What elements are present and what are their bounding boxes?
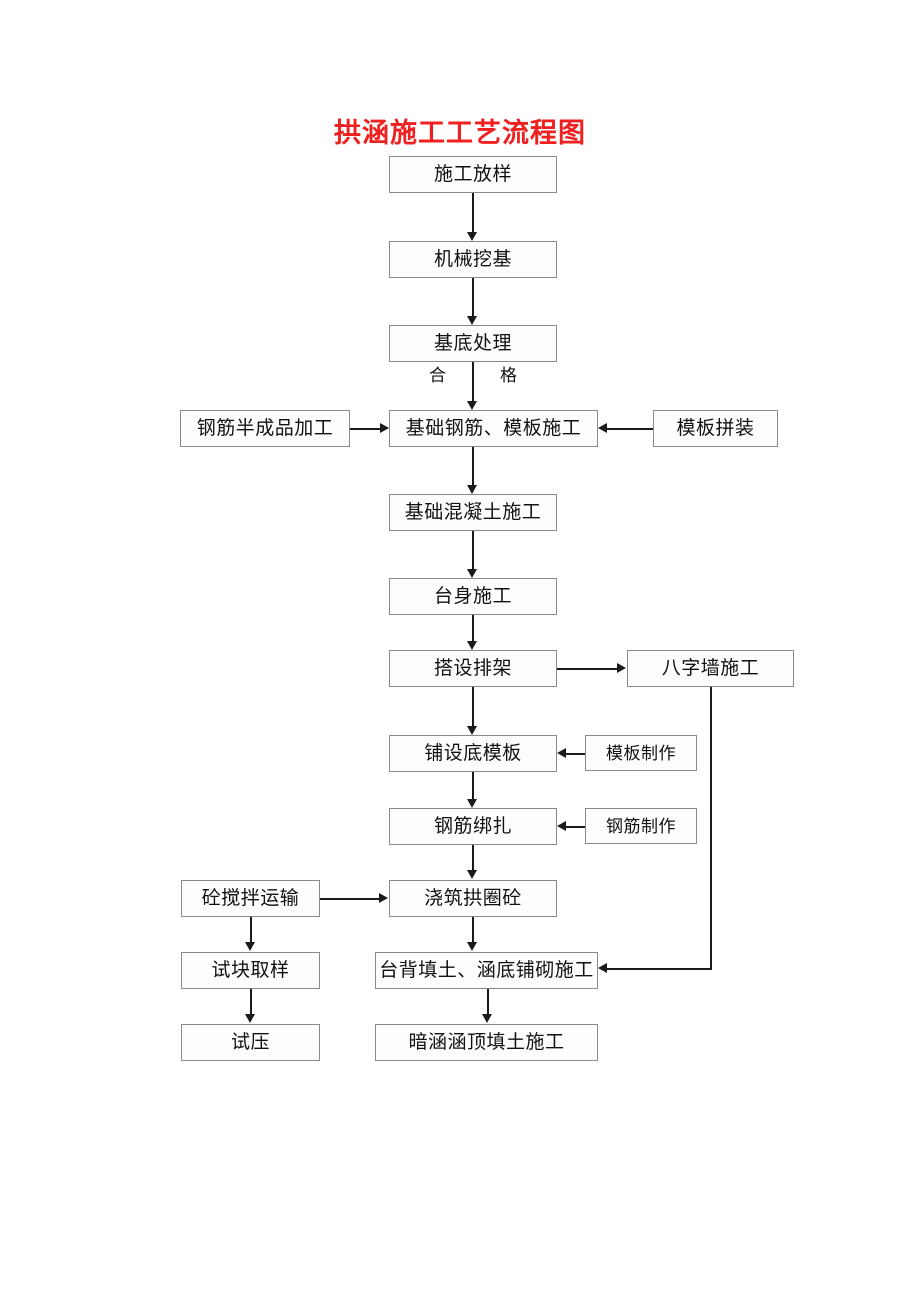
edge-rebar-binding-to-pour-arch: [472, 845, 474, 871]
arrowhead-down-rebar-formwork: [467, 401, 477, 410]
arrowhead-down-foundation-treatment: [467, 316, 477, 325]
edge-scaffolding-to-wingwall: [557, 668, 618, 670]
edge-foundation-concrete-to-abutment: [472, 531, 474, 570]
flow-node-backfill-and-culvert-bed-paving[interactable]: 台背填土、涵底铺砌施工: [375, 952, 598, 989]
edge-foundation-treatment-to-rebar-formwork: [472, 362, 474, 402]
flow-node-foundation-concrete[interactable]: 基础混凝土施工: [389, 494, 557, 531]
edge-bottom-formwork-to-rebar-binding: [472, 772, 474, 799]
arrowhead-down-scaffolding: [467, 641, 477, 650]
flow-node-lay-bottom-formwork[interactable]: 铺设底模板: [389, 735, 557, 772]
arrowhead-down-top-backfill: [482, 1014, 492, 1023]
flow-node-mechanical-excavation[interactable]: 机械挖基: [389, 241, 557, 278]
arrowhead-down-backfill: [467, 942, 477, 951]
flow-node-pressure-test[interactable]: 试压: [181, 1024, 320, 1061]
edge-rebar-fabrication-to-rebar-binding: [566, 826, 585, 828]
flow-node-test-block-sampling[interactable]: 试块取样: [181, 952, 320, 989]
edge-label-qualified-second-char: 格: [500, 366, 517, 385]
arrowhead-right-pour-arch: [379, 893, 388, 903]
arrowhead-down-abutment: [467, 569, 477, 578]
flow-node-rebar-binding[interactable]: 钢筋绑扎: [389, 808, 557, 845]
arrowhead-down-test-block: [245, 942, 255, 951]
flow-node-construction-setting-out[interactable]: 施工放样: [389, 156, 557, 193]
edge-abutment-to-scaffolding: [472, 615, 474, 642]
edge-formwork-fabrication-to-bottom-formwork: [566, 753, 585, 755]
edge-wingwall-to-backfill-vertical: [710, 687, 712, 970]
edge-mixing-to-pour-arch: [320, 898, 380, 900]
flow-node-concrete-mixing-transport[interactable]: 砼搅拌运输: [181, 880, 320, 917]
arrowhead-down-rebar-binding: [467, 799, 477, 808]
edge-test-block-to-pressure-test: [250, 989, 252, 1015]
flow-node-abutment-body[interactable]: 台身施工: [389, 578, 557, 615]
flow-node-rebar-fabrication[interactable]: 钢筋制作: [585, 808, 697, 844]
arrowhead-down-bottom-formwork: [467, 726, 477, 735]
arrowhead-left-rebar-binding: [557, 821, 566, 831]
edge-scaffolding-to-bottom-formwork: [472, 687, 474, 726]
arrowhead-down-pressure-test: [245, 1014, 255, 1023]
flow-node-rebar-semifinished-processing[interactable]: 钢筋半成品加工: [180, 410, 350, 447]
arrowhead-left-bottom-formwork: [557, 748, 566, 758]
edge-wingwall-to-backfill-horizontal: [607, 968, 712, 970]
flow-node-foundation-rebar-formwork[interactable]: 基础钢筋、模板施工: [389, 410, 598, 447]
flow-node-formwork-fabrication[interactable]: 模板制作: [585, 735, 697, 771]
flow-node-foundation-treatment[interactable]: 基底处理: [389, 325, 557, 362]
arrowhead-right-wingwall: [617, 663, 626, 673]
edge-setting-out-to-excavation: [472, 193, 474, 233]
arrowhead-left-rebar-formwork: [598, 423, 607, 433]
edge-formwork-assembly-to-rebar-formwork: [607, 428, 653, 430]
edge-pour-arch-to-backfill: [472, 917, 474, 943]
edge-backfill-to-top-backfill: [487, 989, 489, 1015]
flow-node-pour-arch-ring-concrete[interactable]: 浇筑拱圈砼: [389, 880, 557, 917]
edge-mixing-to-test-block: [250, 917, 252, 943]
arrowhead-down-excavation: [467, 232, 477, 241]
flow-node-covered-culvert-top-backfill[interactable]: 暗涵涵顶填土施工: [375, 1024, 598, 1061]
flow-node-wingwall-construction[interactable]: 八字墙施工: [627, 650, 794, 687]
arrowhead-right-rebar-formwork: [380, 423, 389, 433]
edge-rebar-processing-to-rebar-formwork: [350, 428, 381, 430]
page-title: 拱涵施工工艺流程图: [334, 118, 586, 148]
edge-rebar-formwork-to-foundation-concrete: [472, 447, 474, 486]
flow-node-scaffolding-erection[interactable]: 搭设排架: [389, 650, 557, 687]
arrowhead-down-pour-arch: [467, 870, 477, 879]
edge-excavation-to-foundation-treatment: [472, 278, 474, 317]
arrowhead-left-backfill: [598, 963, 607, 973]
edge-label-qualified-first-char: 合: [429, 366, 446, 385]
arrowhead-down-foundation-concrete: [467, 485, 477, 494]
flow-node-formwork-assembly[interactable]: 模板拼装: [653, 410, 778, 447]
